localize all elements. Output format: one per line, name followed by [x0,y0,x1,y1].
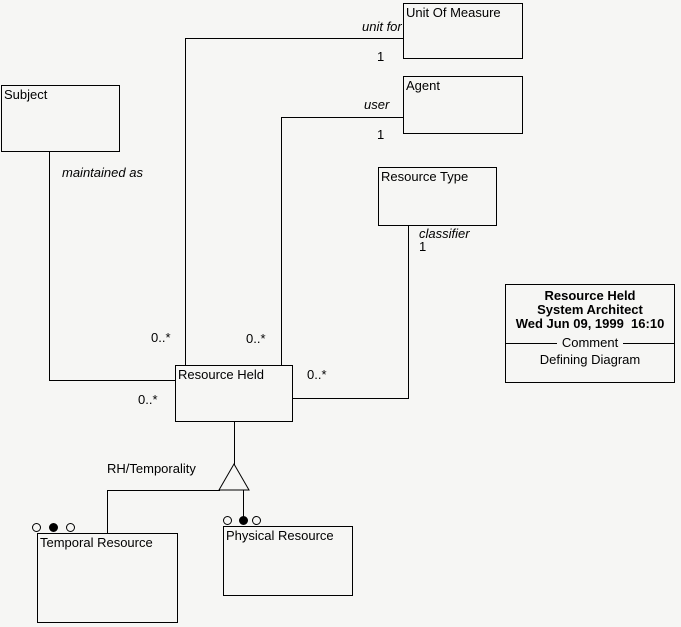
role-label-maintained-as: maintained as [62,165,143,180]
open-circle-icon [66,523,75,532]
entity-agent[interactable]: Agent [403,76,523,134]
entity-resource-type[interactable]: Resource Type [378,167,497,226]
entity-resource-type-label: Resource Type [381,169,469,184]
entity-unit-of-measure-label: Unit Of Measure [406,5,501,20]
divider-line [623,342,675,344]
comment-subtitle: System Architect [537,302,643,317]
multiplicity-unit-for-one: 1 [377,49,385,64]
connector-subtype-stem [234,422,235,465]
multiplicity-unit-for-many: 0..* [151,330,171,345]
entity-unit-of-measure[interactable]: Unit Of Measure [403,3,523,59]
multiplicity-maintained-as-many: 0..* [138,392,158,407]
divider-line [506,342,557,344]
comment-title: Resource Held [544,288,636,303]
connector-user-horizontal [281,117,403,118]
connector-classifier-horizontal [293,398,408,399]
subtype-label-rh-temporality: RH/Temporality [107,461,196,476]
open-circle-icon [223,516,232,525]
entity-physical-resource[interactable]: Physical Resource [223,526,353,596]
filled-circle-icon [49,523,58,532]
open-circle-icon [252,516,261,525]
entity-subject-label: Subject [4,87,48,102]
multiplicity-classifier-one: 1 [419,239,427,254]
open-circle-icon [32,523,41,532]
entity-temporal-resource-label: Temporal Resource [40,535,153,550]
connector-physical-vertical [243,490,244,517]
entity-agent-label: Agent [406,78,440,93]
connector-temporal-vertical [107,490,108,533]
connector-classifier-vertical [408,226,409,399]
entity-subject[interactable]: Subject [1,85,120,152]
connector-user-vertical [281,117,282,365]
multiplicity-user-many: 0..* [246,331,266,346]
comment-section-divider: Comment [506,335,675,350]
role-label-user: user [364,97,390,112]
multiplicity-classifier-many: 0..* [307,367,327,382]
connector-maintained-as-vertical [49,152,50,381]
role-label-classifier: classifier [419,226,470,241]
entity-physical-resource-label: Physical Resource [226,528,334,543]
comment-box[interactable]: Resource Held System Architect Wed Jun 0… [505,284,675,383]
connector-unit-for-vertical [185,38,186,365]
entity-resource-held-label: Resource Held [178,367,264,382]
connector-subtype-horizontal [107,490,220,491]
comment-section-label: Comment [561,335,619,350]
comment-body: Defining Diagram [539,352,641,367]
filled-circle-icon [239,516,248,525]
connector-maintained-as-horizontal [49,380,175,381]
entity-temporal-resource[interactable]: Temporal Resource [37,533,178,623]
multiplicity-user-one: 1 [377,127,385,142]
subtype-triangle-icon [218,463,250,491]
entity-resource-held[interactable]: Resource Held [175,365,293,422]
comment-timestamp: Wed Jun 09, 1999 16:10 [515,316,665,331]
role-label-unit-for: unit for [362,19,402,34]
connector-unit-for-horizontal [185,38,403,39]
